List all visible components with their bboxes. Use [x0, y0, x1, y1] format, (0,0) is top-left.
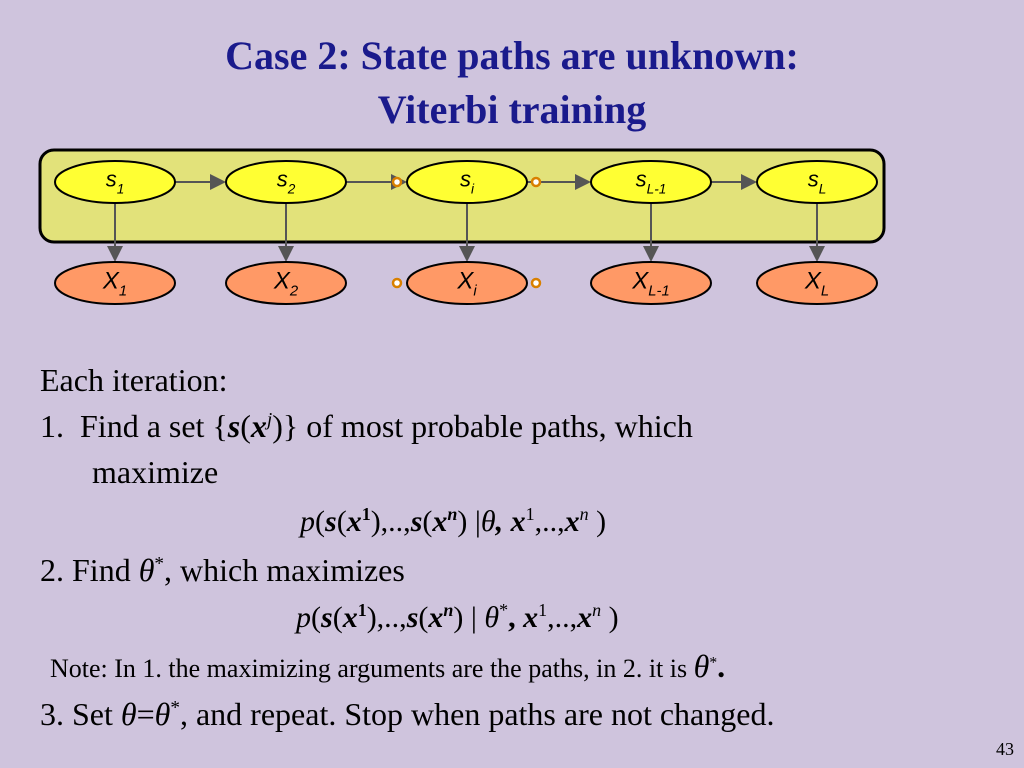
step1-line2: maximize — [92, 454, 219, 490]
step1-number: 1. — [40, 408, 64, 444]
step1-line1: 1. Find a set {s(xj)} of most probable p… — [40, 406, 693, 446]
svg-text:si: si — [460, 167, 475, 197]
ellipsis-dot — [391, 277, 403, 289]
observation-node-4: XL-1 — [590, 261, 712, 305]
step1-text-b: )} of most probable paths, which — [272, 408, 693, 444]
equation-2: p(s(x1),..,s(xn) | θ*, x1,..,xn ) — [296, 600, 619, 634]
state-node-4: sL-1 — [590, 160, 712, 204]
step1-x: x — [250, 408, 267, 444]
svg-text:s2: s2 — [277, 167, 296, 197]
step1-s: s — [227, 408, 241, 444]
ellipsis-dot — [391, 176, 403, 188]
observation-node-1: X1 — [54, 261, 176, 305]
observation-node-5: XL — [756, 261, 878, 305]
svg-text:XL-1: XL-1 — [631, 267, 670, 299]
state-node-3: si — [406, 160, 528, 204]
slide-title-line2: Viterbi training — [377, 87, 647, 132]
svg-text:XL: XL — [804, 267, 829, 299]
step3-line: 3. Set θ=θ*, and repeat. Stop when paths… — [40, 696, 775, 732]
svg-text:X2: X2 — [273, 267, 299, 299]
hmm-diagram: s1 s2 si sL-1 sL X1 X2 Xi XL-1 XL — [38, 148, 886, 305]
note-line: Note: In 1. the maximizing arguments are… — [50, 648, 726, 684]
slide-title-line1: Case 2: State paths are unknown: — [225, 33, 799, 78]
observation-node-2: X2 — [225, 261, 347, 305]
step2-line: 2. Find θ*, which maximizes — [40, 552, 405, 588]
svg-text:s1: s1 — [106, 167, 125, 197]
page-number: 43 — [996, 739, 1014, 759]
observation-node-3: Xi — [406, 261, 528, 305]
state-node-2: s2 — [225, 160, 347, 204]
state-node-5: sL — [756, 160, 878, 204]
equation-1: p(s(x1),..,s(xn) |θ, x1,..,xn ) — [300, 504, 607, 538]
svg-text:sL: sL — [808, 167, 827, 197]
svg-text:sL-1: sL-1 — [636, 167, 667, 197]
step1-paren: ( — [240, 408, 251, 444]
state-node-1: s1 — [54, 160, 176, 204]
intro-text: Each iteration: — [40, 362, 228, 398]
step1-j: j — [266, 409, 273, 431]
ellipsis-dot — [530, 176, 542, 188]
svg-text:Xi: Xi — [456, 267, 477, 299]
svg-text:X1: X1 — [102, 267, 127, 299]
ellipsis-dot — [530, 277, 542, 289]
step1-text-a: Find a set { — [80, 408, 228, 444]
